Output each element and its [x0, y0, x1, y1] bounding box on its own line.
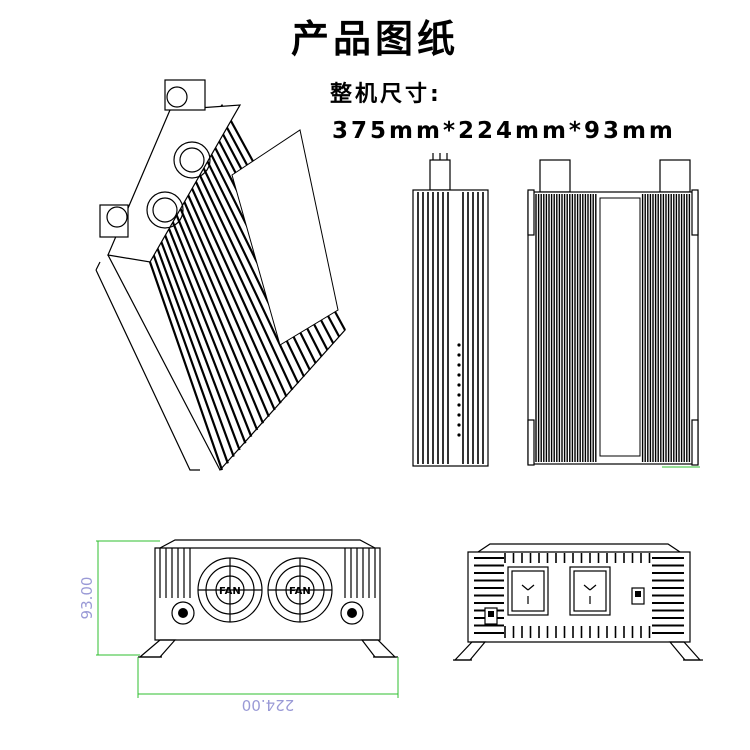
terminal-knob-icon	[106, 206, 128, 228]
page-title: 产品图纸	[290, 17, 459, 61]
dimensions-text: 375mm*224mm*93mm	[332, 118, 676, 144]
fan-icon	[267, 557, 333, 623]
fan-icon	[146, 191, 184, 229]
side-view	[412, 153, 489, 467]
fan-icon	[173, 141, 211, 179]
fan-label: FAN	[289, 586, 311, 597]
fan-icon	[197, 557, 263, 623]
rear-view	[453, 543, 703, 661]
height-dimension: 93.00	[78, 577, 96, 620]
isometric-view	[95, 79, 346, 472]
socket-icon	[569, 566, 611, 616]
fan-label: FAN	[219, 586, 241, 597]
socket-icon	[507, 566, 549, 616]
top-view	[527, 159, 700, 468]
width-dimension: 224.00	[242, 696, 295, 714]
size-label: 整机尺寸:	[330, 82, 442, 107]
front-view: FAN FAN 93.00 224.00	[78, 539, 399, 714]
terminal-knob-icon	[166, 86, 188, 108]
